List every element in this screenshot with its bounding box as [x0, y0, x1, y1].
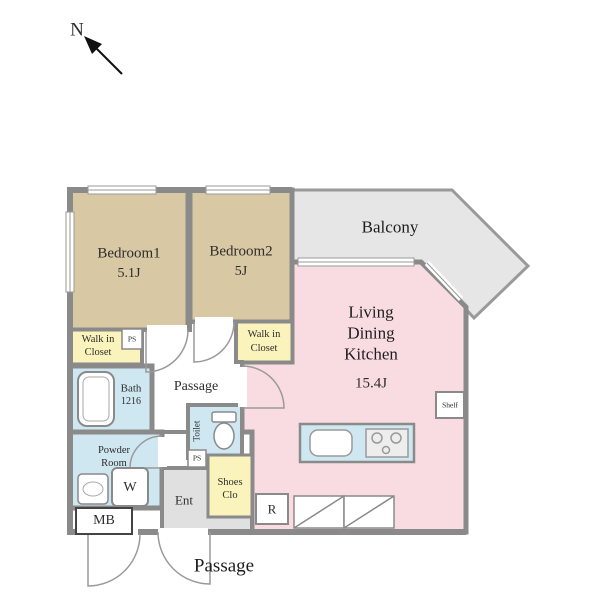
washing-machine-icon [111, 467, 149, 507]
washing-machine-label: W [123, 480, 137, 495]
walk-in-closet1-label-line1: Walk in [81, 333, 115, 345]
powder-room-label-line1: Powder [97, 444, 131, 456]
pipe-space1-label: PS [127, 334, 137, 344]
outside-passage-label: Passage [193, 555, 255, 577]
meter-box [75, 507, 133, 535]
shoes-closet-label-line1: Shoes [217, 476, 243, 488]
compass-north-label: N [70, 19, 84, 41]
meter-box-label: MB [93, 513, 115, 528]
pipe-space2-label: PS [192, 453, 202, 463]
floor-hatch [293, 495, 395, 529]
bedroom1-size: 5.1J [117, 266, 141, 281]
shoes-closet-label-line2: Clo [222, 489, 238, 501]
kitchen-sink-icon [309, 429, 353, 457]
bedroom2-label: Bedroom2 [209, 243, 273, 260]
outer-wall [67, 187, 466, 535]
toilet-label: Toilet [191, 420, 202, 442]
shelf-label: Shelf [442, 400, 458, 410]
bedroom2-size: 5J [234, 264, 248, 279]
ldk-label-line2: Dining [347, 323, 395, 343]
passage-label: Passage [173, 379, 219, 394]
powder-room-label-line2: Room [101, 457, 127, 469]
walk-in-closet1-label-line2: Closet [84, 346, 112, 358]
bath-label: Bath [120, 382, 142, 395]
windows [65, 185, 415, 293]
stove-icon [365, 428, 409, 458]
bath-size: 1216 [121, 396, 141, 407]
pipe-space-boxes [121, 328, 207, 468]
refrigerator-label: R [267, 501, 277, 517]
ldk-label-line1: Living [348, 302, 394, 322]
walk-in-closet2-label-line2: Closet [250, 342, 278, 354]
sink-icon [77, 473, 109, 505]
diagonal-window-line [426, 262, 462, 300]
bathtub-icon [77, 371, 115, 427]
ldk-label-line3: Kitchen [344, 344, 398, 364]
door-swings [87, 321, 285, 587]
balcony-label: Balcony [361, 217, 419, 237]
compass-icon [84, 36, 123, 75]
toilet-icon [211, 411, 237, 450]
bedroom1-label: Bedroom1 [97, 245, 161, 262]
shoes-closet-floor [206, 453, 254, 519]
walk-in-closet2-label-line1: Walk in [247, 328, 281, 340]
shelf-box [435, 391, 465, 419]
ldk-size: 15.4J [354, 375, 388, 392]
refrigerator-box [255, 493, 289, 525]
entrance-label: Ent [174, 492, 194, 508]
kitchen-counter [298, 422, 416, 464]
